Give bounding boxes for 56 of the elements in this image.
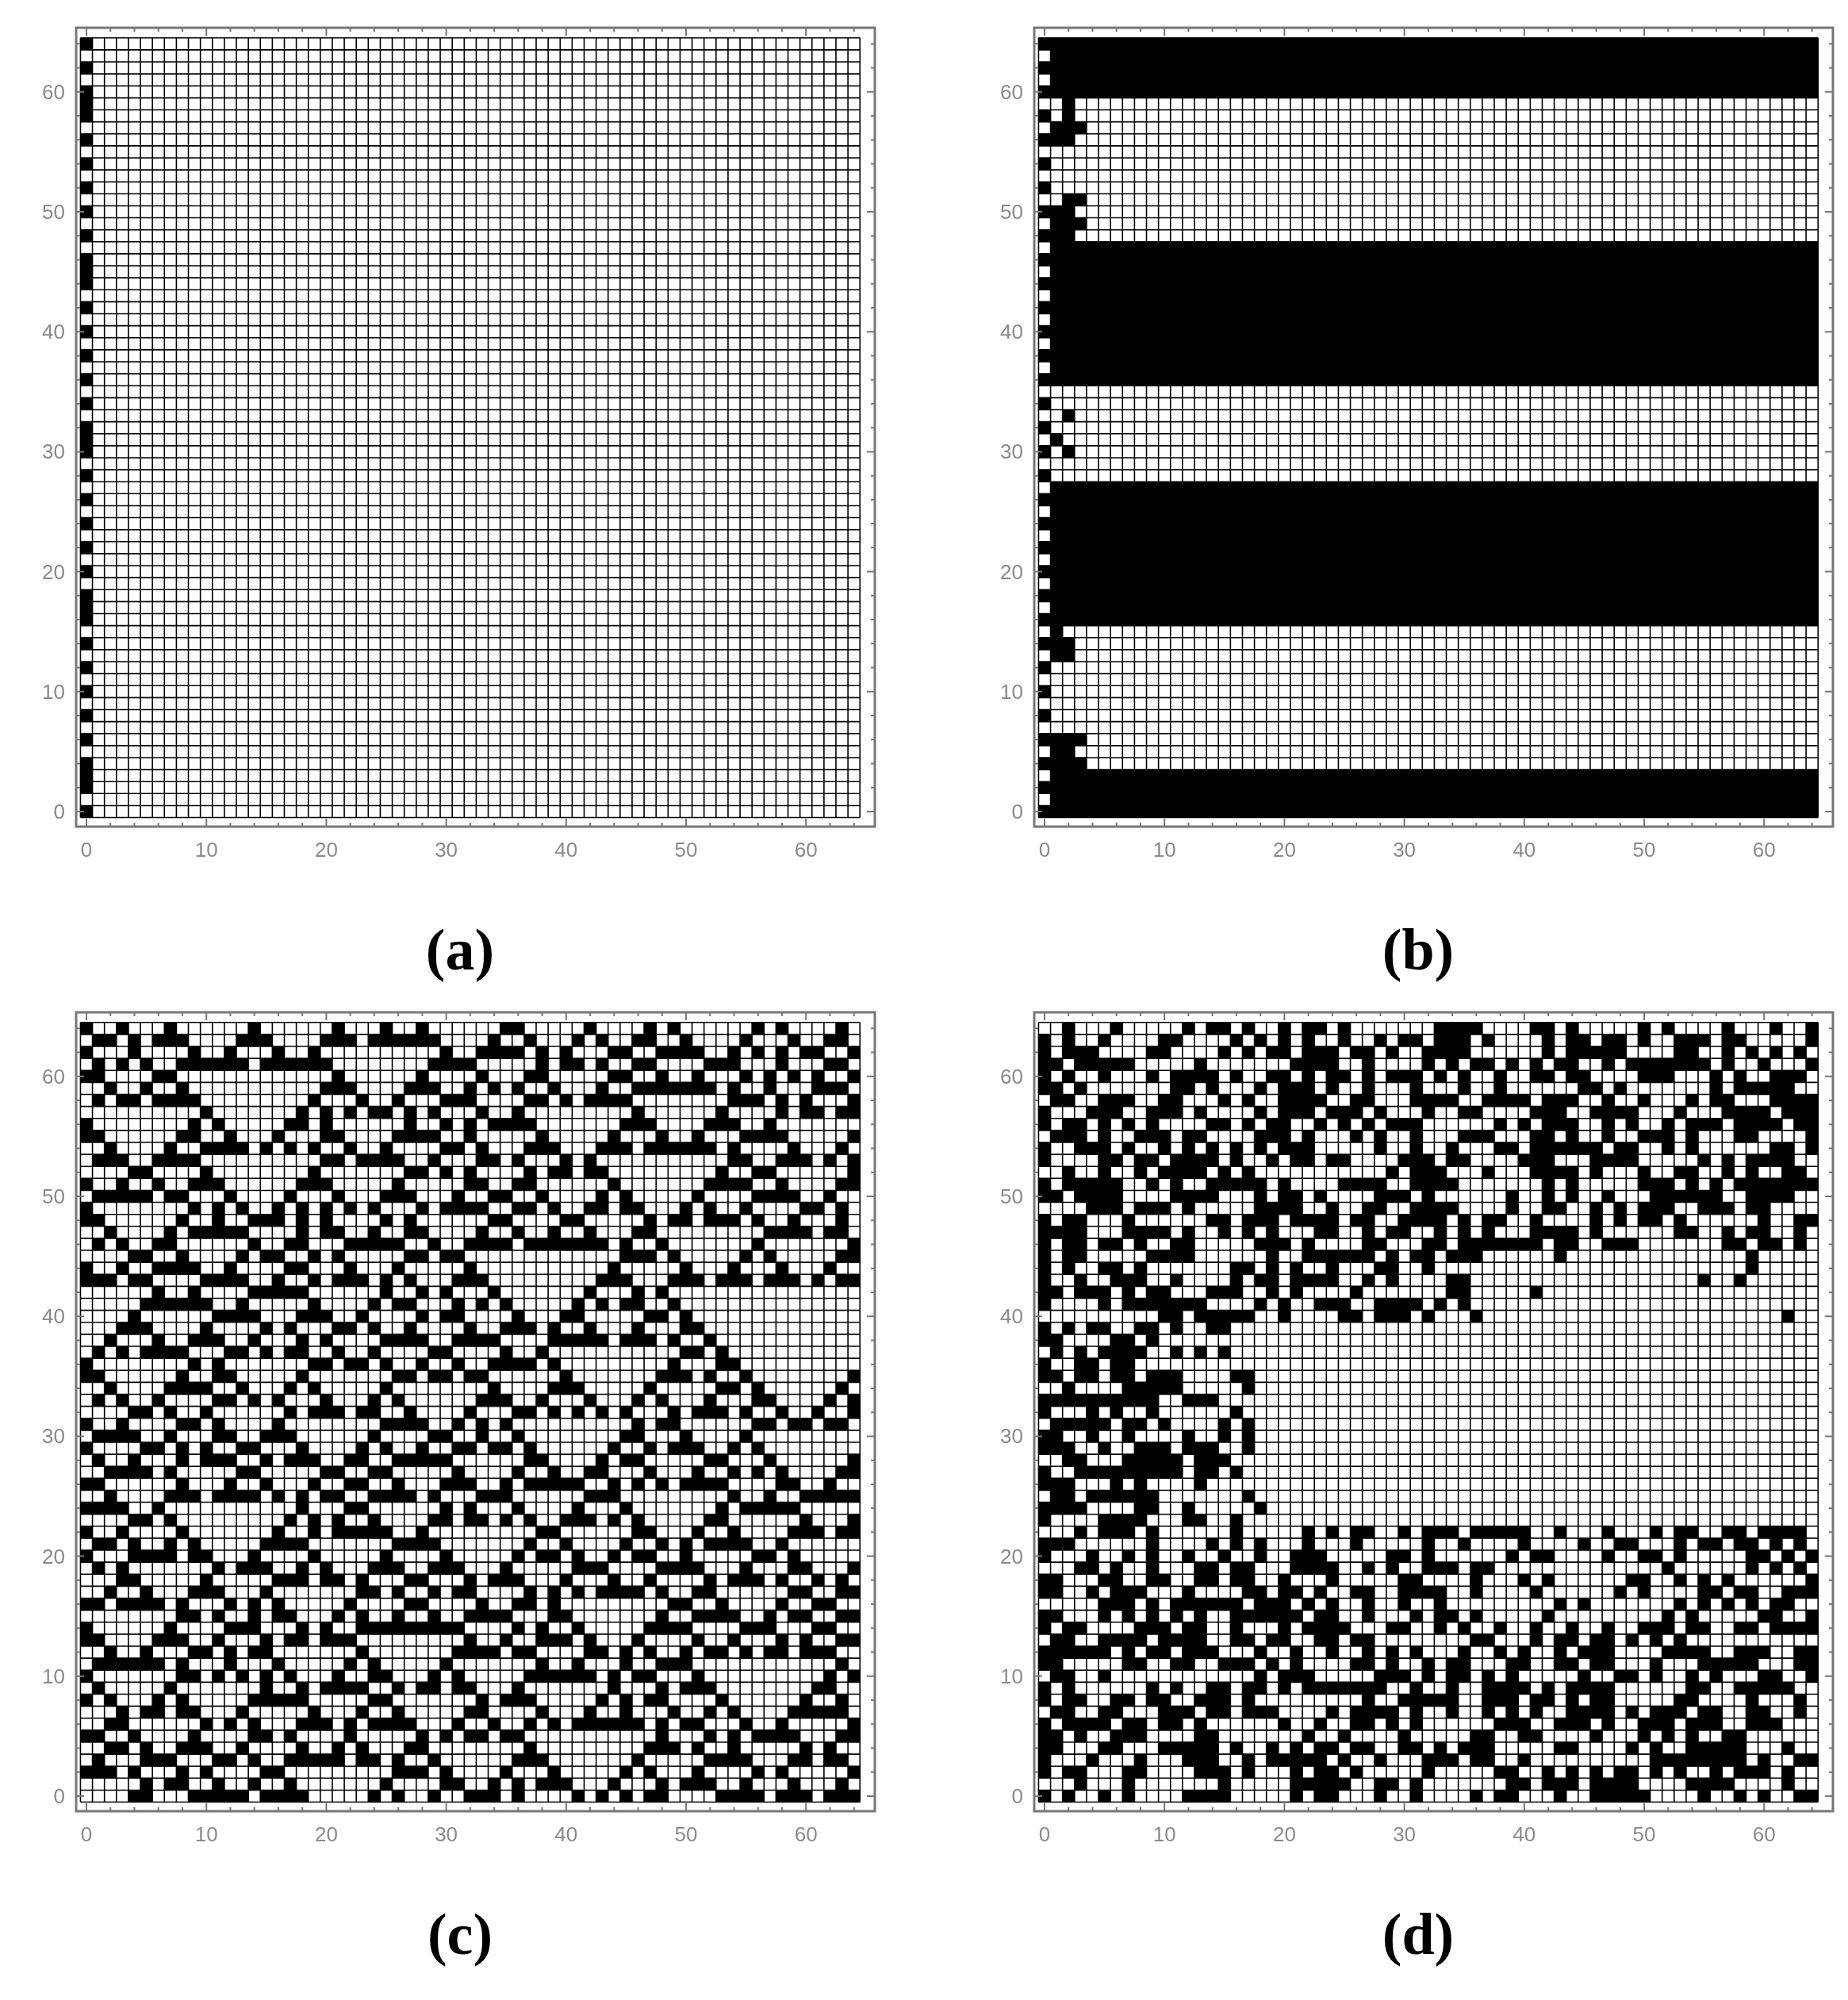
x-tick-label: 0 (1038, 839, 1051, 860)
x-tick-label: 30 (435, 1824, 458, 1845)
y-tick-label: 40 (1000, 321, 1023, 343)
y-tick-label: 50 (42, 1186, 65, 1207)
y-tick-label: 60 (1000, 81, 1023, 102)
x-tick-label: 40 (1513, 1824, 1536, 1845)
x-tick-label: 50 (674, 1824, 698, 1845)
x-tick-label: 10 (194, 1824, 218, 1845)
y-tick-label: 0 (1011, 1786, 1023, 1806)
y-tick-label: 40 (1000, 1306, 1023, 1327)
x-tick-label: 10 (1152, 839, 1176, 860)
y-tick-label: 60 (42, 81, 65, 102)
x-tick-label: 40 (554, 1824, 578, 1845)
x-tick-label: 20 (314, 1824, 338, 1845)
y-tick-label: 30 (42, 441, 65, 463)
x-tick-label: 30 (1393, 1824, 1417, 1845)
x-tick-label: 0 (1038, 1824, 1051, 1845)
x-tick-label: 30 (1393, 839, 1417, 860)
y-tick-label: 50 (1000, 1186, 1023, 1207)
y-tick-label: 0 (1011, 801, 1023, 822)
x-tick-label: 0 (80, 839, 93, 860)
x-tick-label: 40 (554, 839, 578, 860)
x-tick-label: 30 (435, 839, 458, 860)
y-tick-label: 30 (1000, 441, 1023, 463)
y-tick-label: 20 (1000, 561, 1023, 582)
y-tick-label: 10 (1000, 681, 1023, 702)
x-tick-label: 50 (1632, 839, 1656, 860)
x-tick-label: 40 (1513, 839, 1536, 860)
y-tick-label: 20 (42, 1545, 65, 1567)
y-tick-label: 10 (1000, 1665, 1023, 1687)
x-tick-label: 10 (1152, 1824, 1176, 1845)
x-tick-label: 60 (1752, 839, 1776, 860)
x-tick-label: 60 (794, 1824, 818, 1845)
x-tick-label: 60 (1752, 1824, 1776, 1845)
y-tick-label: 60 (1000, 1065, 1023, 1087)
x-tick-label: 20 (1272, 839, 1296, 860)
y-tick-label: 50 (1000, 202, 1023, 222)
y-tick-label: 30 (1000, 1426, 1023, 1447)
x-tick-label: 0 (80, 1824, 93, 1845)
x-tick-label: 20 (1272, 1824, 1296, 1845)
y-tick-label: 10 (42, 1665, 65, 1687)
y-tick-label: 40 (42, 321, 65, 343)
y-tick-label: 0 (53, 1786, 65, 1806)
x-tick-label: 20 (314, 839, 338, 860)
y-tick-label: 0 (53, 801, 65, 822)
y-tick-label: 20 (42, 561, 65, 582)
y-tick-label: 60 (42, 1065, 65, 1087)
x-tick-label: 50 (674, 839, 698, 860)
x-tick-label: 10 (194, 839, 218, 860)
y-tick-label: 40 (42, 1306, 65, 1327)
y-tick-label: 50 (42, 202, 65, 222)
y-tick-label: 20 (1000, 1545, 1023, 1567)
x-tick-label: 50 (1632, 1824, 1656, 1845)
y-tick-label: 30 (42, 1426, 65, 1447)
x-tick-label: 60 (794, 839, 818, 860)
y-tick-label: 10 (42, 681, 65, 702)
